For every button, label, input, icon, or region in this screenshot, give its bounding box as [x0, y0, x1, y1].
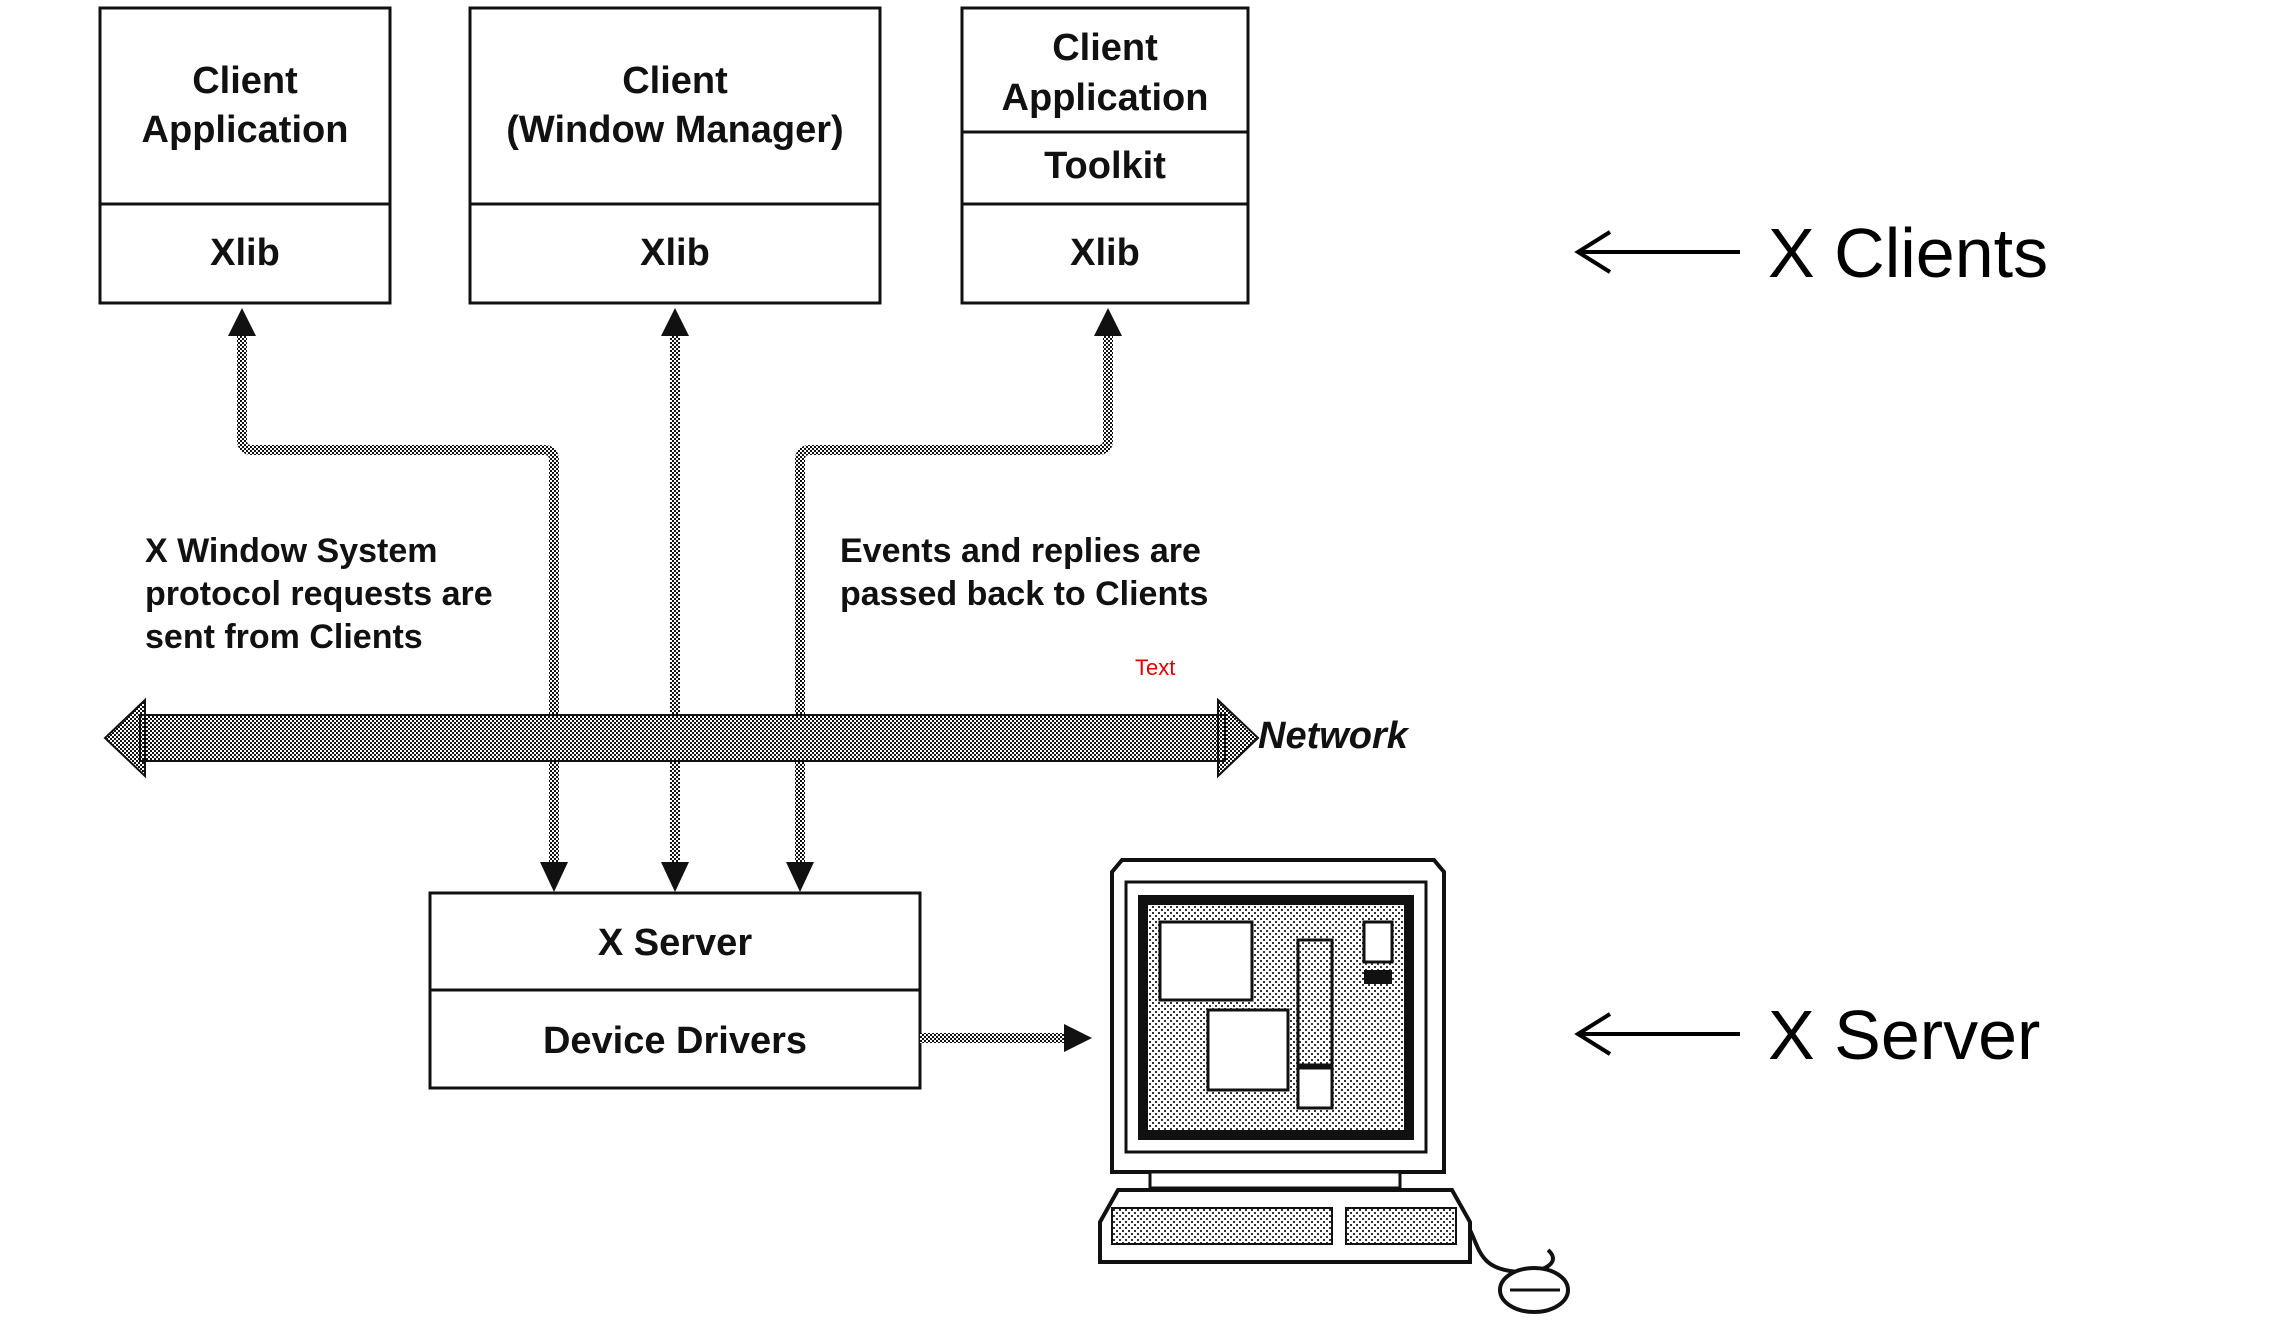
x-clients-label: X Clients — [1768, 214, 2048, 292]
network-arrow-right — [1217, 697, 1260, 779]
client-box-3: Client Application Toolkit Xlib — [960, 6, 1250, 305]
requests-note-line-1: X Window System — [145, 532, 438, 570]
client-2-xlib-label: Xlib — [640, 232, 710, 274]
client-3-title-line-1: Client — [1052, 27, 1158, 69]
right-connector-line — [795, 325, 1113, 870]
device-drivers-label: Device Drivers — [543, 1020, 807, 1062]
arrowhead-up-client-1 — [228, 308, 256, 336]
network-bus — [103, 697, 1260, 779]
requests-note: X Window System protocol requests are se… — [145, 532, 493, 656]
client-2-title-line-1: Client — [622, 60, 728, 102]
client-1-xlib-label: Xlib — [210, 232, 280, 274]
workstation-computer-icon — [1110, 858, 1446, 1190]
requests-note-line-2: protocol requests are — [145, 575, 493, 613]
x-server-title: X Server — [598, 922, 752, 964]
protocol-connector-lines — [237, 325, 1113, 870]
client-3-title-line-2: Application — [1002, 77, 1209, 119]
mouse-icon — [1468, 1229, 1570, 1314]
x-server-side-label: X Server — [1574, 996, 2040, 1074]
network-arrow-left — [103, 697, 146, 779]
arrow-left-icon — [1574, 230, 1612, 274]
arrowhead-down-1 — [540, 862, 568, 892]
x-clients-side-label: X Clients — [1574, 214, 2048, 292]
arrowhead-up-client-3 — [1094, 308, 1122, 336]
arrowhead-down-3 — [786, 862, 814, 892]
client-box-2: Client (Window Manager) Xlib — [468, 6, 882, 305]
requests-note-line-3: sent from Clients — [145, 618, 423, 656]
arrow-left-icon — [1574, 1012, 1612, 1056]
x-server-label: X Server — [1768, 996, 2040, 1074]
x-server-box: X Server Device Drivers — [428, 891, 922, 1090]
arrowhead-up-client-2 — [661, 308, 689, 336]
events-note-line-2: passed back to Clients — [840, 575, 1208, 613]
events-note-line-1: Events and replies are — [840, 532, 1201, 570]
client-box-1: Client Application Xlib — [98, 6, 392, 305]
events-note: Events and replies are passed back to Cl… — [840, 532, 1208, 613]
server-arrowheads — [540, 862, 814, 892]
client-1-title-line-1: Client — [192, 60, 298, 102]
client-arrowheads — [228, 308, 1122, 336]
left-connector-line — [237, 325, 559, 870]
stray-text-label: Text — [1135, 655, 1175, 680]
keyboard-icon — [1098, 1188, 1472, 1264]
client-3-xlib-label: Xlib — [1070, 232, 1140, 274]
network-label: Network — [1258, 715, 1410, 757]
client-2-title-line-2: (Window Manager) — [506, 109, 843, 151]
client-3-toolkit-label: Toolkit — [1044, 145, 1166, 187]
client-1-title-line-2: Application — [142, 109, 349, 151]
drivers-to-workstation-arrow — [920, 1024, 1092, 1052]
arrowhead-down-2 — [661, 862, 689, 892]
